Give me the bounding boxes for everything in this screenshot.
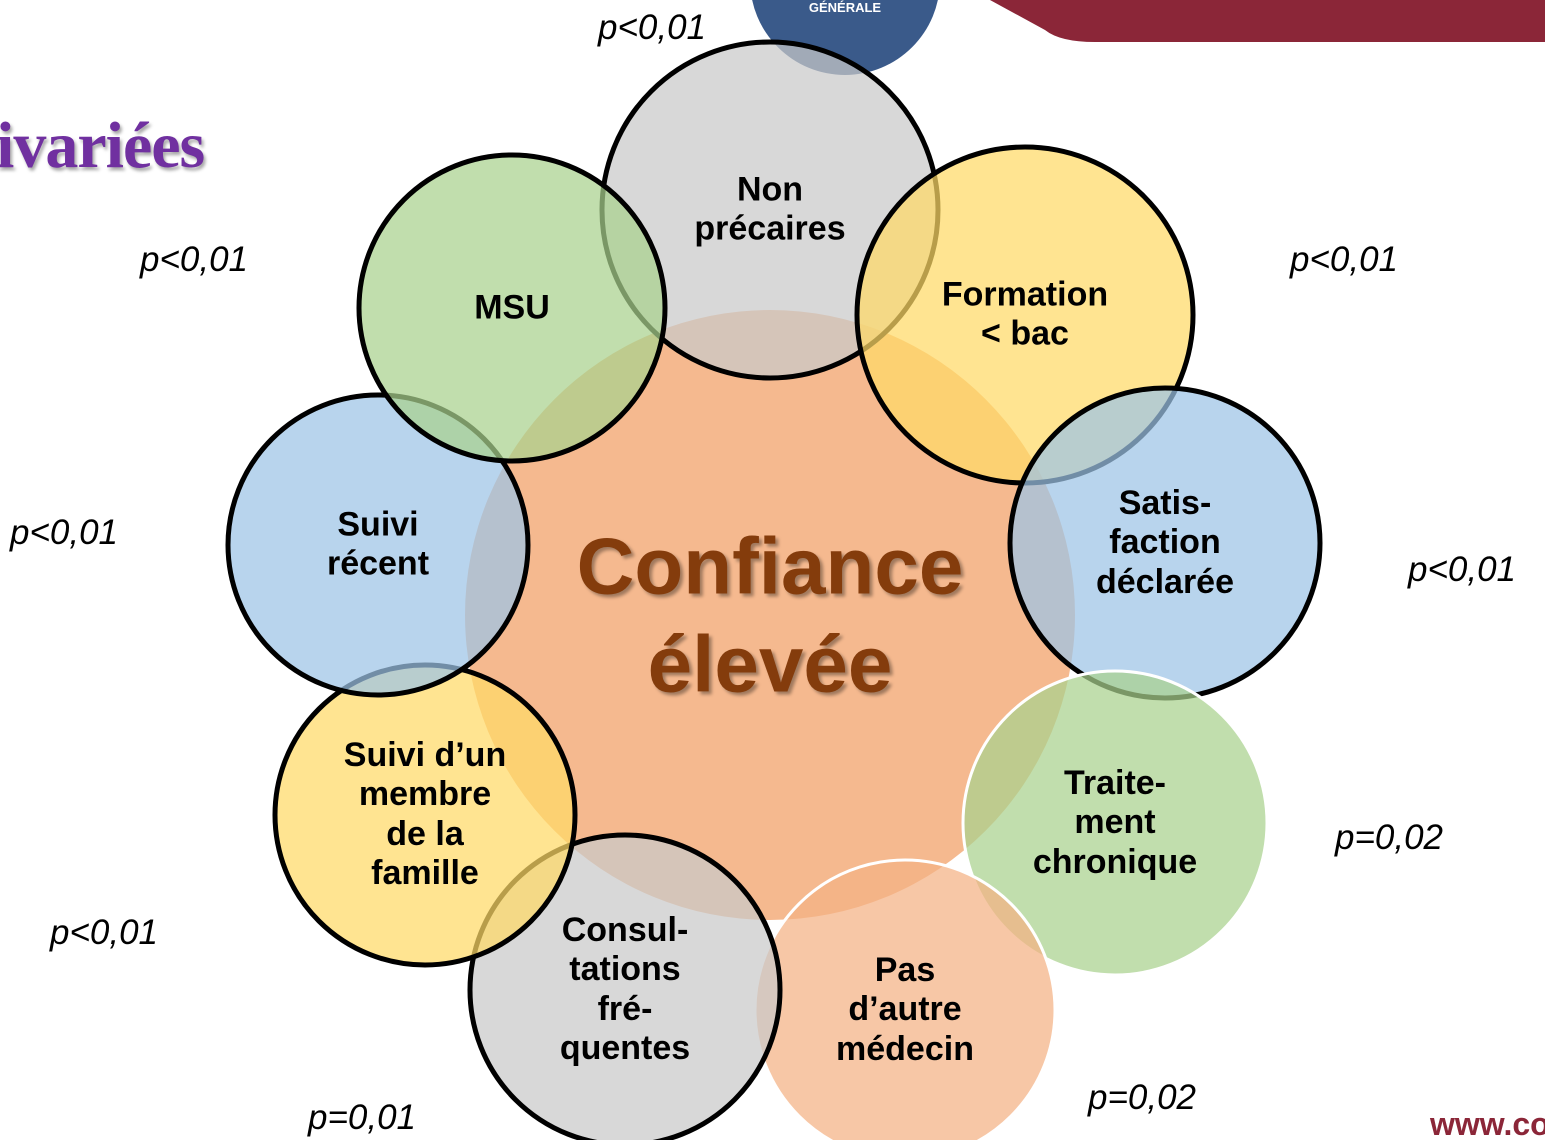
node-label-line: < bac <box>981 315 1069 353</box>
logo-text: GÉNÉRALE <box>809 0 882 15</box>
node-label-line: MSU <box>474 288 550 327</box>
p-value-suivi_recent: p<0,01 <box>10 513 119 552</box>
node-label-line: Suivi d’un <box>343 736 507 775</box>
p-value-satisfaction: p<0,01 <box>1408 550 1517 589</box>
node-label-line: chronique <box>1032 842 1198 881</box>
node-label-line: Non <box>736 170 804 209</box>
p-value-famille: p<0,01 <box>50 913 159 952</box>
center-label-line1: Confiance <box>576 521 964 611</box>
node-label-line: faction <box>1109 523 1221 562</box>
node-label-line: membre <box>358 775 492 814</box>
node-label-line: médecin <box>836 1029 974 1068</box>
node-label-line: déclarée <box>1096 562 1234 601</box>
node-label-line: Suivi <box>337 505 419 544</box>
p-value-traitement: p=0,02 <box>1335 818 1444 857</box>
center-label: Confiance élevée <box>577 517 964 712</box>
node-circle-msu <box>356 152 668 464</box>
node-circle-consultations <box>467 832 783 1140</box>
node-label-line: quentes <box>559 1029 691 1068</box>
node-label-line: Pas <box>874 950 936 989</box>
node-label-line: de la <box>386 815 464 853</box>
page-title: ivariées <box>0 109 205 182</box>
p-value-msu: p<0,01 <box>140 240 249 279</box>
center-circle <box>465 310 1075 920</box>
p-value-consultations: p=0,01 <box>308 1098 417 1137</box>
node-label-msu: MSU <box>474 288 550 327</box>
node-label-formation: Formation< bac <box>942 276 1108 355</box>
p-value-non_precaires: p<0,01 <box>598 8 707 47</box>
p-value-formation: p<0,01 <box>1290 240 1399 279</box>
node-label-line: récent <box>326 545 430 583</box>
p-value-autre_medecin: p=0,02 <box>1088 1078 1197 1117</box>
node-label-line: Consul- <box>561 911 689 950</box>
node-label-line: Satis- <box>1118 483 1212 522</box>
node-label-line: fré- <box>597 990 653 1028</box>
node-label-line: Traite- <box>1063 763 1167 802</box>
node-label-line: ment <box>1074 803 1156 842</box>
footer-url: www.cor <box>1430 1106 1545 1142</box>
center-label-line2: élevée <box>647 619 893 708</box>
node-label-line: Formation <box>941 275 1109 314</box>
node-circle-traitement <box>961 669 1269 977</box>
header-banner-shape <box>990 0 1545 42</box>
node-label-line: famille <box>371 854 479 893</box>
node-label-line: tations <box>569 950 681 989</box>
node-label-line: d’autre <box>848 990 962 1029</box>
node-circle-suivi_recent <box>225 392 531 698</box>
node-label-line: précaires <box>694 210 846 248</box>
